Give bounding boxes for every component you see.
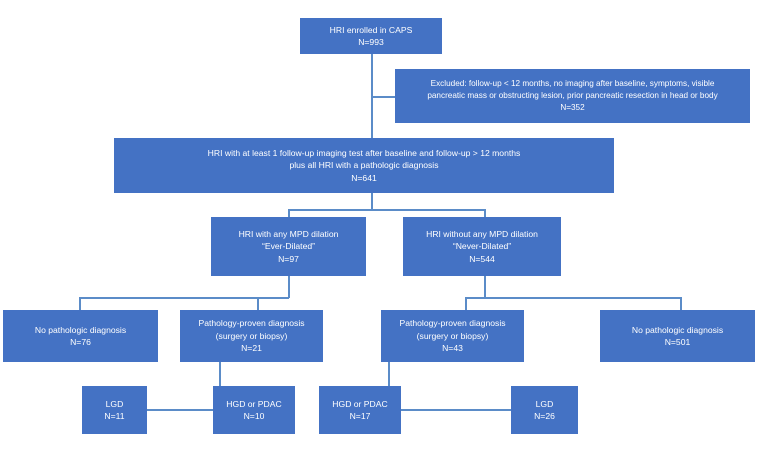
node-never-path-line2: (surgery or biopsy) <box>416 330 489 341</box>
node-never-no-path-line2: N=501 <box>664 337 691 347</box>
node-never-hgd-pdac[interactable]: HGD or PDAC N=17 <box>319 386 401 434</box>
connector-drop-ever-path <box>257 297 259 310</box>
node-excluded[interactable]: Excluded: follow-up < 12 months, no imag… <box>395 69 750 123</box>
node-ever-dilated[interactable]: HRI with any MPD dilation “Ever-Dilated”… <box>211 217 366 276</box>
node-never-hgd-line2: N=17 <box>349 411 371 421</box>
node-never-no-path-line1: No pathologic diagnosis <box>631 324 724 335</box>
node-ever-no-path-line1: No pathologic diagnosis <box>34 324 127 335</box>
node-never-lgd-line2: N=26 <box>534 411 555 421</box>
node-ever-lgd-line2: N=11 <box>104 411 125 421</box>
node-ever-path-line1: Pathology-proven diagnosis <box>198 318 305 329</box>
node-hri-included-line1: HRI with at least 1 follow-up imaging te… <box>207 147 521 158</box>
node-ever-no-path-line2: N=76 <box>70 337 91 347</box>
node-excluded-line2: pancreatic mass or obstructing lesion, p… <box>427 91 718 101</box>
node-never-lgd-line1: LGD <box>535 398 554 409</box>
node-never-dilated-line3: N=544 <box>469 253 495 264</box>
node-never-dilated-line1: HRI without any MPD dilation <box>426 228 538 239</box>
node-excluded-line1: Excluded: follow-up < 12 months, no imag… <box>430 79 715 89</box>
connector-ever-lgd-link <box>147 409 220 411</box>
connector-drop-never-no-path <box>680 297 682 310</box>
node-hri-included-line2: plus all HRI with a pathologic diagnosis <box>289 160 439 171</box>
node-never-hgd-line1: HGD or PDAC <box>332 398 388 409</box>
node-ever-dilated-line2: “Ever-Dilated” <box>261 241 315 252</box>
node-never-lgd[interactable]: LGD N=26 <box>511 386 578 434</box>
node-never-dilated-line2: “Never-Dilated” <box>452 241 512 252</box>
node-hri-included[interactable]: HRI with at least 1 follow-up imaging te… <box>114 138 614 193</box>
connector-excluded-branch <box>371 96 395 98</box>
connector-drop-ever-dilated <box>288 209 290 218</box>
connector-drop-never-dilated <box>484 209 486 218</box>
connector-ever-dilated-trunk <box>288 276 290 298</box>
node-ever-hgd-line1: HGD or PDAC <box>226 398 282 409</box>
node-ever-hgd-pdac[interactable]: HGD or PDAC N=10 <box>213 386 295 434</box>
connector-enrolled-trunk <box>371 53 373 138</box>
node-hri-enrolled-line2: N=993 <box>358 37 384 47</box>
node-ever-dilated-line3: N=97 <box>278 253 299 264</box>
connector-drop-never-path <box>465 297 467 310</box>
node-ever-lgd[interactable]: LGD N=11 <box>82 386 147 434</box>
connector-split-dilation <box>288 209 485 211</box>
node-ever-pathology-proven[interactable]: Pathology-proven diagnosis (surgery or b… <box>180 310 323 362</box>
node-hri-enrolled-line1: HRI enrolled in CAPS <box>329 24 413 35</box>
node-ever-dilated-line1: HRI with any MPD dilation <box>238 228 339 239</box>
node-hri-included-line3: N=641 <box>351 172 377 183</box>
node-never-dilated[interactable]: HRI without any MPD dilation “Never-Dila… <box>403 217 561 276</box>
node-never-pathology-proven[interactable]: Pathology-proven diagnosis (surgery or b… <box>381 310 524 362</box>
node-ever-lgd-line1: LGD <box>105 398 124 409</box>
node-never-no-pathologic-diagnosis[interactable]: No pathologic diagnosis N=501 <box>600 310 755 362</box>
connector-drop-ever-no-path <box>79 297 81 310</box>
connector-split-ever-path <box>79 297 289 299</box>
connector-included-trunk <box>371 193 373 210</box>
node-excluded-line3: N=352 <box>560 102 585 112</box>
connector-never-lgd-link <box>388 409 512 411</box>
node-never-path-line1: Pathology-proven diagnosis <box>399 318 506 329</box>
node-ever-path-line3: N=21 <box>241 343 262 354</box>
connector-never-dilated-trunk <box>484 276 486 298</box>
node-ever-no-pathologic-diagnosis[interactable]: No pathologic diagnosis N=76 <box>3 310 158 362</box>
node-ever-hgd-line2: N=10 <box>243 411 265 421</box>
node-hri-enrolled[interactable]: HRI enrolled in CAPS N=993 <box>300 18 442 54</box>
connector-split-never-path <box>465 297 681 299</box>
node-never-path-line3: N=43 <box>442 343 463 354</box>
node-ever-path-line2: (surgery or biopsy) <box>215 330 288 341</box>
